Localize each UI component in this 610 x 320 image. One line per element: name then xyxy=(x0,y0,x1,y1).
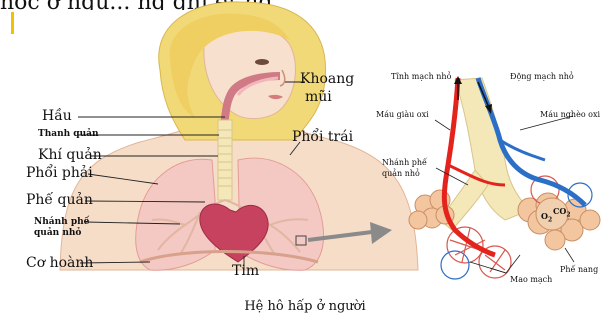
label-nhanh-phe-quan-2: quản nhỏ xyxy=(34,229,81,238)
label-nhanh-phe-quan-right-1: Nhánh phế xyxy=(382,159,427,167)
label-co-hoanh: Cơ hoành xyxy=(26,256,93,270)
label-tim: Tim xyxy=(232,264,259,278)
label-phoi-phai: Phổi phải xyxy=(26,166,93,180)
label-hau: Hầu xyxy=(42,109,72,123)
label-phoi-trai: Phổi trái xyxy=(292,130,353,144)
label-phe-nang: Phế nang xyxy=(560,266,598,274)
edge-mark xyxy=(11,12,14,34)
label-thanh-quan: Thanh quản xyxy=(38,130,99,139)
label-phe-quan: Phế quản xyxy=(26,193,93,207)
label-mau-giau-oxi: Máu giàu oxi xyxy=(376,111,429,119)
label-nhanh-phe-quan-right-2: quản nhỏ xyxy=(382,170,420,178)
eye xyxy=(255,59,269,65)
label-khoang-mui-2: mũi xyxy=(305,90,332,104)
label-mau-ngheo-oxi: Máu nghèo oxi xyxy=(540,111,600,119)
label-o2: O2 xyxy=(541,212,552,224)
human-figure xyxy=(60,2,418,270)
label-co2: CO2 xyxy=(553,207,571,219)
figure-caption: Hệ hô hấp ở người xyxy=(0,299,610,314)
label-nhanh-phe-quan-1: Nhánh phế xyxy=(34,218,89,227)
trachea xyxy=(218,120,232,200)
label-tinh-mach-nho: Tĩnh mạch nhỏ xyxy=(391,73,451,81)
label-khoang-mui-1: Khoang xyxy=(300,72,354,86)
label-mao-mach: Mao mạch xyxy=(510,276,552,284)
label-dong-mach-nho: Động mạch nhỏ xyxy=(510,73,574,81)
alveoli-detail xyxy=(409,76,600,279)
label-khi-quan: Khí quản xyxy=(38,148,102,162)
